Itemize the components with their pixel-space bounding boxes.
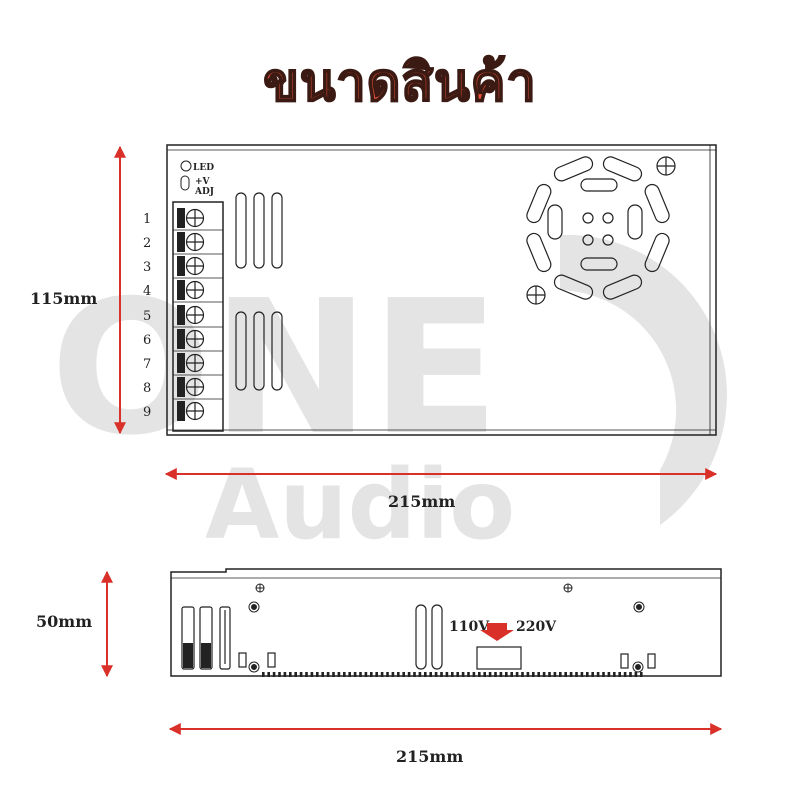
terminal-screw-icon — [173, 377, 223, 400]
top-view-outline — [166, 144, 717, 436]
side-height-label: 50mm — [36, 612, 92, 631]
adj-label: ADJ — [194, 187, 214, 197]
led-label: LED — [193, 163, 214, 173]
top-view: LED +V ADJ 1 2 3 4 5 6 7 8 9 — [143, 144, 717, 436]
terminal-number: 4 — [143, 284, 151, 299]
screw-icon — [563, 583, 573, 593]
terminal-screw-icon — [173, 353, 223, 376]
terminal-screw-icon — [173, 232, 223, 255]
side-view: 110V 220V — [170, 568, 722, 677]
top-height-label: 115mm — [30, 289, 97, 308]
terminal-block — [172, 201, 224, 432]
led-indicator-icon — [180, 160, 192, 172]
terminal-number: 2 — [143, 236, 151, 251]
adj-potentiometer-icon — [180, 175, 190, 191]
voltage-selector-switch — [476, 646, 522, 670]
watermark-logo-circle — [560, 234, 727, 525]
voltage-220-label: 220V — [516, 619, 557, 635]
terminal-screw-icon — [173, 280, 223, 303]
voltage-arrow-icon — [480, 623, 514, 641]
terminal-screw-icon — [177, 401, 205, 421]
terminal-number: 1 — [143, 212, 151, 227]
screw-icon — [255, 583, 265, 593]
terminal-number: 9 — [143, 405, 151, 420]
terminal-number: 8 — [143, 381, 151, 396]
terminal-screw-icon — [173, 208, 223, 231]
side-width-label: 215mm — [396, 747, 463, 766]
fan-grille — [526, 156, 670, 300]
terminal-number: 5 — [143, 309, 151, 324]
terminal-screw-icon — [173, 305, 223, 328]
terminal-number: 7 — [143, 357, 151, 372]
top-vent-slots — [235, 192, 283, 391]
terminal-screw-icon — [173, 329, 223, 352]
terminal-number: 3 — [143, 260, 151, 275]
screw-icon — [656, 156, 676, 176]
voltage-110-label: 110V — [449, 619, 490, 635]
watermark-sub: Audio — [205, 449, 515, 561]
top-width-label: 215mm — [388, 492, 455, 511]
page-title: ขนาดสินค้า — [262, 52, 537, 114]
adj-plus-label: +V — [195, 177, 211, 187]
terminal-screw-icon — [173, 256, 223, 279]
screw-icon — [526, 285, 546, 305]
terminal-number: 6 — [143, 333, 151, 348]
screw-icon — [248, 601, 645, 673]
side-view-outline — [170, 568, 722, 677]
